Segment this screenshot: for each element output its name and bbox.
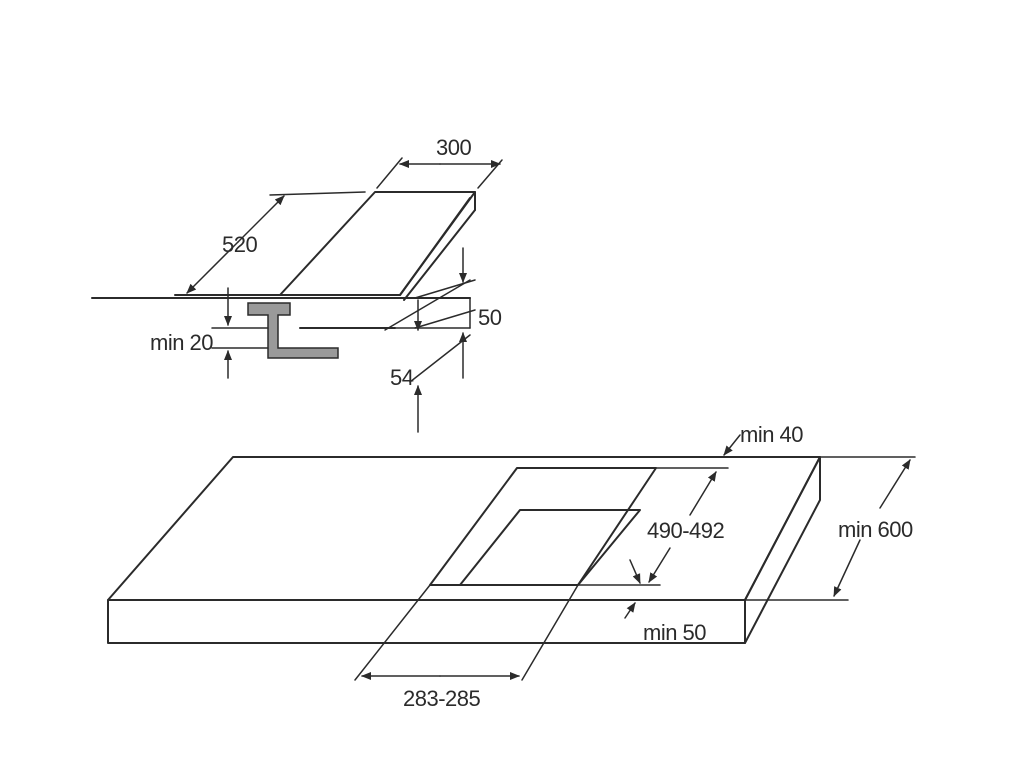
fixing-bracket [247, 302, 339, 359]
hob-height-label: 50 [478, 305, 502, 330]
height50-ext-bottom [414, 309, 476, 329]
hob-depth-label: 520 [222, 232, 257, 257]
worktop-side-face [744, 456, 821, 644]
front-margin-arrow-up [624, 602, 636, 619]
below-clearance-label: min 20 [150, 330, 213, 355]
depth-dim-down [186, 241, 239, 294]
worktop-depth-arrow-down [833, 539, 861, 597]
hob-front-edge [403, 209, 476, 301]
worktop-depth-label: min 600 [838, 517, 913, 542]
depth-dim-up [237, 195, 285, 243]
rear-margin-arrow [723, 434, 741, 456]
front-margin-arrow-down [629, 559, 641, 584]
cutout-depth-arrow-up [689, 471, 717, 516]
worktop-cutout-detail: 283-285 min 40 490-492 min 600 min 50 [107, 422, 916, 711]
worktop-depth-arrow-up [879, 459, 911, 509]
hob-top-surface [279, 191, 476, 296]
cutout-width-ext-left [354, 584, 431, 681]
hob-detail: min 20 300 520 50 54 [91, 135, 503, 433]
cutout-width-ext-right [521, 584, 579, 681]
cutout-outer [429, 467, 657, 586]
cutout-width-label: 283-285 [403, 686, 481, 711]
cutout-inner [459, 509, 641, 586]
cutout-depth-label: 490-492 [647, 518, 725, 543]
hob-front-edge-inner [399, 197, 471, 296]
width-extension-left [376, 157, 403, 189]
depth-extension-top [269, 191, 366, 196]
cutout-depth-arrow-down [648, 547, 671, 583]
height54-ext-top [384, 279, 471, 331]
front-margin-label: min 50 [643, 620, 706, 645]
hob-width-label: 300 [436, 135, 471, 160]
height54-ext-bottom [409, 334, 471, 383]
total-height-label: 54 [390, 365, 414, 390]
rear-margin-label: min 40 [740, 422, 803, 447]
